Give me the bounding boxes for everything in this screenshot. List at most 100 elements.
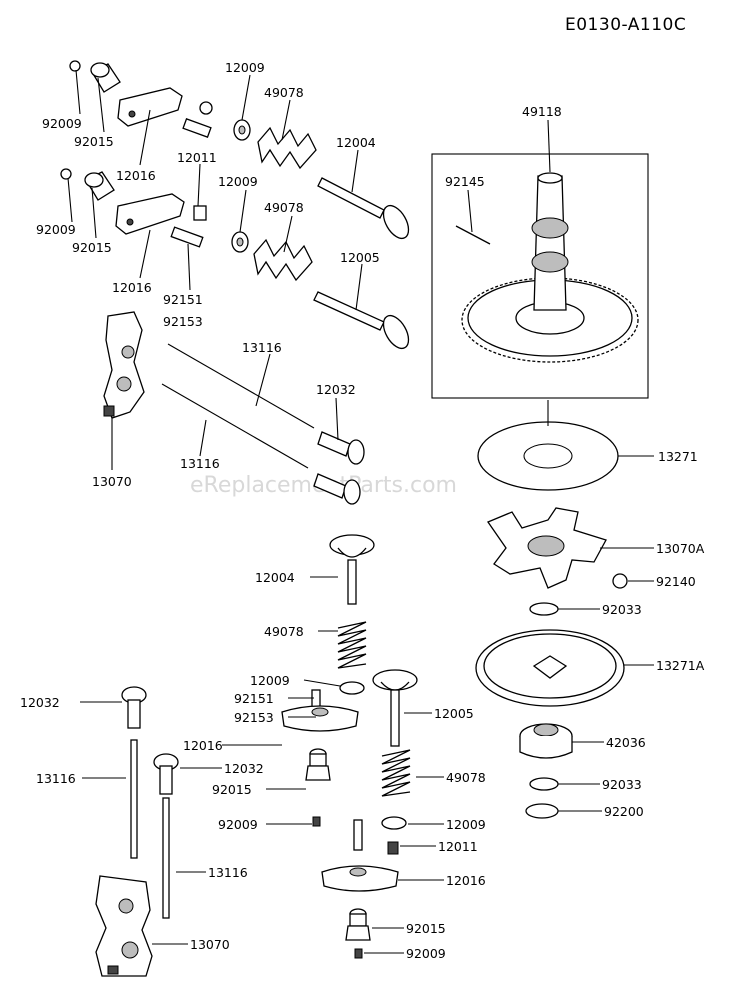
label-12032-left: 12032 <box>20 695 60 710</box>
label-12016-bottom-right: 12016 <box>446 873 486 888</box>
label-12005-upper: 12005 <box>340 250 380 265</box>
label-92015-lower: 92015 <box>72 240 112 255</box>
label-92033-upper: 92033 <box>602 602 642 617</box>
breather-plate-bottom <box>95 875 153 977</box>
tappet-bottom-a <box>121 686 147 729</box>
label-49078-lower: 49078 <box>264 200 304 215</box>
label-92145: 92145 <box>445 174 485 189</box>
label-92009-bottom-right: 92009 <box>406 946 446 961</box>
thrust-washer-top <box>477 421 619 491</box>
label-12016-lower: 12016 <box>112 280 152 295</box>
label-92153-upper: 92153 <box>163 314 203 329</box>
push-rod-bottom-b <box>162 797 170 919</box>
label-13116-middle: 13116 <box>180 456 220 471</box>
camshaft <box>531 172 569 311</box>
governor-weight-holder <box>487 507 607 589</box>
circlip-lower <box>529 777 559 791</box>
label-13271A: 13271A <box>656 658 705 673</box>
camshaft-pin <box>455 225 491 245</box>
label-13070-upper: 13070 <box>92 474 132 489</box>
label-92009-lower: 92009 <box>36 222 76 237</box>
label-92153-lower: 92153 <box>234 710 274 725</box>
tappet-top-a <box>317 431 365 465</box>
label-92015-upper: 92015 <box>74 134 114 149</box>
push-rod-bottom-a <box>130 739 138 859</box>
label-49078-upper: 49078 <box>264 85 304 100</box>
label-12009-lower: 12009 <box>218 174 258 189</box>
washer-bottom <box>525 803 559 819</box>
label-49078-bottom-right: 49078 <box>446 770 486 785</box>
label-42036: 42036 <box>606 735 646 750</box>
governor-ball <box>612 573 628 589</box>
exhaust-valve-top <box>317 177 410 240</box>
label-12032-upper: 12032 <box>316 382 356 397</box>
label-92151-lower: 92151 <box>234 691 274 706</box>
leader-lines <box>67 69 654 954</box>
label-12004-lower: 12004 <box>255 570 295 585</box>
rocker-adjuster-lower <box>170 226 204 248</box>
intake-valve-bottom <box>372 669 418 747</box>
tappet-bottom-b <box>153 753 179 795</box>
exhaust-valve-bottom <box>329 534 375 605</box>
nut-bottom-left <box>312 816 321 827</box>
rocker-adjuster-upper <box>182 118 212 138</box>
valve-spring-bottom-left <box>337 621 367 669</box>
diagram-code: E0130-A110C <box>565 15 686 35</box>
rocker-pivot-bottom-right <box>345 908 371 941</box>
rocker-pivot-upper <box>90 62 121 93</box>
governor-plate <box>475 629 625 707</box>
breather-plate-top <box>103 311 145 419</box>
camshaft-gear <box>461 277 639 363</box>
label-12011: 12011 <box>177 150 217 165</box>
valve-spring-upper <box>257 126 317 170</box>
label-92009-upper: 92009 <box>42 116 82 131</box>
label-13116-bottom: 13116 <box>208 865 248 880</box>
valve-spring-bottom-right <box>381 749 411 797</box>
label-12009-bottom-right: 12009 <box>446 817 486 832</box>
label-13070A: 13070A <box>656 541 705 556</box>
spring-retainer-bottom-right <box>381 816 407 830</box>
label-92015-bottom-right: 92015 <box>406 921 446 936</box>
label-92009-bottom-left: 92009 <box>218 817 258 832</box>
label-13116-left: 13116 <box>36 771 76 786</box>
label-12016-upper: 12016 <box>116 168 156 183</box>
label-12004-upper: 12004 <box>336 135 376 150</box>
label-13116-upper: 13116 <box>242 340 282 355</box>
spring-retainer-lower <box>231 231 249 253</box>
label-49078-bottom-left: 49078 <box>264 624 304 639</box>
part-labels: 92009 92015 12016 12009 49078 12011 1200… <box>20 60 705 961</box>
valve-spring-lower <box>253 238 313 282</box>
spring-retainer-upper <box>233 119 251 141</box>
nut-bottom-right <box>354 948 363 959</box>
label-13070-lower: 13070 <box>190 937 230 952</box>
rocker-pivot-lower <box>84 171 115 201</box>
label-12009-upper: 12009 <box>225 60 265 75</box>
push-rod-top-a <box>167 343 315 429</box>
circlip-upper <box>529 602 559 616</box>
label-12011-bottom: 12011 <box>438 839 478 854</box>
rocker-arm-bottom-left <box>281 705 359 732</box>
label-92033-lower: 92033 <box>602 777 642 792</box>
label-92151-upper: 92151 <box>163 292 203 307</box>
rocker-arm-upper <box>117 87 213 127</box>
label-12009-bottom-left: 12009 <box>250 673 290 688</box>
rocker-nut-upper <box>69 60 81 72</box>
rocker-nut-lower <box>60 168 72 180</box>
rocker-arm-bottom-right <box>321 865 399 892</box>
governor-sleeve <box>519 723 573 759</box>
tappet-top-b <box>313 473 361 505</box>
label-92140: 92140 <box>656 574 696 589</box>
label-12032-bottom: 12032 <box>224 761 264 776</box>
camshaft-callout-box <box>431 153 649 399</box>
rocker-pivot-bottom-left <box>305 748 331 781</box>
push-rod-top-b <box>161 383 309 469</box>
adjuster-bottom-right <box>353 819 399 855</box>
intake-valve-top <box>313 291 410 350</box>
label-12016-bottom-left: 12016 <box>183 738 223 753</box>
label-13271: 13271 <box>658 449 698 464</box>
label-92015-bottom-left: 92015 <box>212 782 252 797</box>
rocker-arm-lower <box>115 193 207 235</box>
label-92200: 92200 <box>604 804 644 819</box>
label-49118: 49118 <box>522 104 562 119</box>
